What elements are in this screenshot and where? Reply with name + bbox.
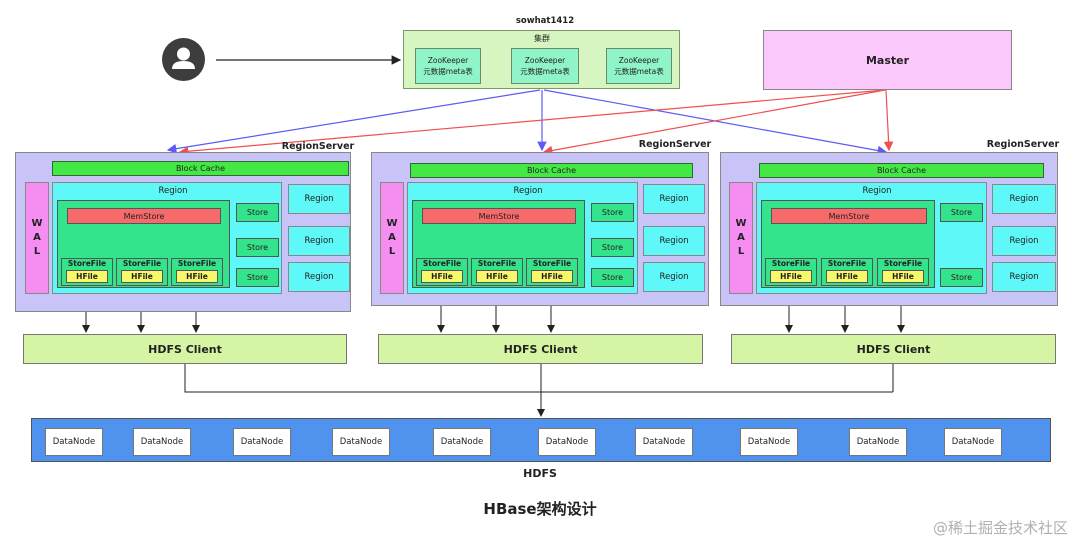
store: Store — [591, 268, 634, 287]
hfile: HFile — [531, 270, 573, 283]
region: Region — [992, 262, 1056, 292]
hdfs-client: HDFS Client — [23, 334, 347, 364]
hfile: HFile — [421, 270, 463, 283]
datanode: DataNode — [433, 428, 491, 456]
hfile: HFile — [176, 270, 218, 283]
datanode: DataNode — [849, 428, 907, 456]
store: Store — [591, 203, 634, 222]
master-to-rs1-arrow — [178, 89, 886, 157]
block-cache: Block Cache — [52, 161, 349, 176]
hfile: HFile — [66, 270, 108, 283]
cluster-host-label: sowhat1412 — [515, 16, 575, 26]
region: Region — [992, 184, 1056, 214]
block-cache: Block Cache — [759, 163, 1044, 178]
region-label: Region — [513, 186, 543, 196]
regionserver-title: RegionServer — [638, 138, 712, 150]
block-cache: Block Cache — [410, 163, 693, 178]
datanode: DataNode — [944, 428, 1002, 456]
hfile: HFile — [476, 270, 518, 283]
store-group: MemStore StoreFile HFile StoreFile HFile… — [57, 200, 230, 288]
region: Region MemStore StoreFile HFile StoreFil… — [52, 182, 282, 294]
datanode: DataNode — [635, 428, 693, 456]
cluster-label: 集群 — [534, 34, 550, 43]
memstore: MemStore — [771, 208, 927, 224]
region-label: Region — [158, 186, 188, 196]
store-group: MemStore StoreFile HFile StoreFile HFile… — [412, 200, 585, 288]
watermark: @稀土掘金技术社区 — [932, 518, 1068, 537]
clients-to-hdfs-lines — [184, 364, 894, 393]
memstore: MemStore — [422, 208, 576, 224]
regionserver-title: RegionServer — [281, 140, 355, 152]
hfile: HFile — [826, 270, 868, 283]
cluster-to-rs1-arrow — [166, 89, 541, 154]
diagram-caption: HBase架构设计 — [483, 499, 597, 518]
memstore: MemStore — [67, 208, 221, 224]
master-node: Master — [763, 30, 1012, 90]
region: Region — [992, 226, 1056, 256]
hfile: HFile — [770, 270, 812, 283]
master-to-rs3-arrow — [883, 89, 894, 152]
hdfs-label: HDFS — [523, 466, 557, 480]
hfile: HFile — [882, 270, 924, 283]
store: Store — [236, 268, 279, 287]
hdfs-client: HDFS Client — [731, 334, 1056, 364]
region: Region — [288, 226, 350, 256]
region: Region — [288, 184, 350, 214]
region: Region — [643, 226, 705, 256]
user-avatar-icon — [162, 38, 205, 81]
region: Region — [643, 184, 705, 214]
region: Region — [643, 262, 705, 292]
region-label: Region — [862, 186, 892, 196]
store-group: MemStore StoreFile HFile StoreFile HFile… — [761, 200, 935, 288]
regionserver-title: RegionServer — [986, 138, 1060, 150]
hdfs-cluster: DataNode DataNode DataNode DataNode Data… — [31, 418, 1051, 462]
datanode: DataNode — [538, 428, 596, 456]
store: Store — [236, 203, 279, 222]
region: Region — [288, 262, 350, 292]
store: Store — [591, 238, 634, 257]
region: Region MemStore StoreFile HFile StoreFil… — [407, 182, 638, 294]
datanode: DataNode — [740, 428, 798, 456]
datanode: DataNode — [133, 428, 191, 456]
datanode: DataNode — [233, 428, 291, 456]
store: Store — [940, 268, 983, 287]
datanode: DataNode — [45, 428, 103, 456]
hdfs-client: HDFS Client — [378, 334, 703, 364]
master-to-rs2-arrow — [542, 89, 886, 156]
store: Store — [236, 238, 279, 257]
store: Store — [940, 203, 983, 222]
region: Region MemStore StoreFile HFile StoreFil… — [756, 182, 987, 294]
hfile: HFile — [121, 270, 163, 283]
datanode: DataNode — [332, 428, 390, 456]
